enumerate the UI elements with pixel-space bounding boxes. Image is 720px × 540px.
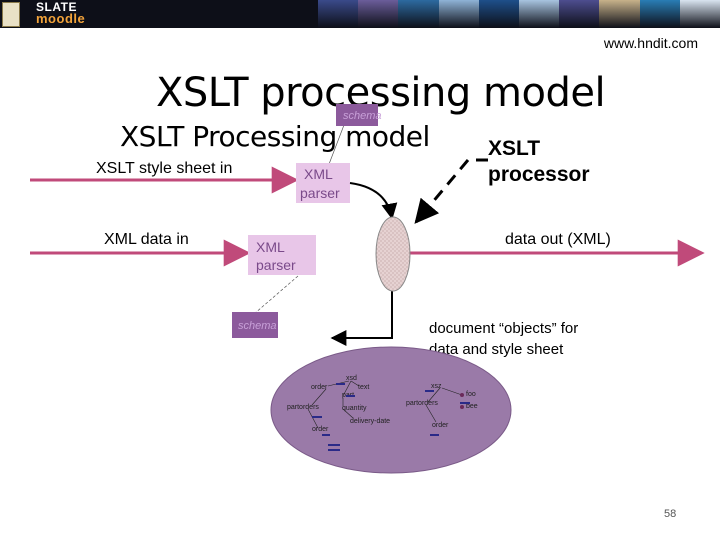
xml-parser-bottom-line-2: parser (256, 257, 296, 273)
tree-right-node-marker (460, 405, 464, 409)
tree-left-leaf-marker (328, 449, 340, 451)
schema-bottom-link (253, 275, 299, 315)
header-banner: SLATE moodle (0, 0, 720, 28)
tree-right-leaf-marker (425, 390, 434, 392)
tree-left-node-order: order (311, 384, 328, 391)
schema-top-box (336, 104, 378, 126)
parser-to-processor-arrow (349, 182, 398, 220)
banner-photo-tile (478, 0, 520, 28)
tree-right-node-marker (460, 393, 464, 397)
tree-left-leaf-marker (328, 444, 340, 446)
tree-left-node-text: text (358, 384, 369, 391)
xslt-processor-node (375, 216, 411, 292)
xslt-processor-line-2: processor (488, 163, 590, 186)
tree-right-node-foo: foo (466, 391, 476, 398)
tree-left: xsd order text part partorders quantity … (287, 375, 390, 451)
tree-right-edges (425, 387, 463, 423)
stylesheet-in-label: XSLT style sheet in (96, 160, 233, 177)
processor-to-objects-arrow (330, 290, 393, 346)
tree-left-node-order-2: order (312, 426, 329, 433)
tree-right-leaf-marker (430, 434, 439, 436)
logo-line-2: moodle (36, 11, 86, 26)
xml-data-in-label: XML data in (104, 231, 189, 248)
banner-photo-tile (318, 0, 359, 28)
tree-left-node-delivery-date: delivery-date (350, 418, 390, 425)
document-objects-line-2: data and style sheet (429, 341, 564, 358)
tree-left-leaf-marker (322, 434, 330, 436)
tree-right-leaf-marker (460, 402, 470, 404)
banner-photo-tile (679, 0, 720, 28)
xml-parser-bottom-box (248, 235, 316, 275)
xslt-processor-label: XSLT processor (488, 136, 590, 188)
slate-moodle-logo: SLATE moodle (36, 0, 86, 26)
tree-left-node-xsd: xsd (346, 375, 357, 382)
slide-title: XSLT processing model (156, 70, 606, 116)
document-objects-label: document “objects” for data and style sh… (429, 318, 578, 360)
banner-photo-tile (639, 0, 681, 28)
logo-line-1: SLATE (36, 0, 77, 14)
document-objects-ellipse (270, 346, 512, 474)
document-objects-line-1: document “objects” for (429, 320, 579, 337)
schema-bottom-text: schema (238, 320, 277, 332)
schema-top-text: schema (343, 110, 382, 122)
tree-right-node-partorders: partorders (406, 400, 438, 407)
banner-photo-tile (438, 0, 480, 28)
institution-logo (2, 2, 20, 27)
tree-right-node-bee: bee (466, 403, 478, 410)
banner-photo-tile (519, 0, 560, 28)
data-out-label: data out (XML) (505, 231, 611, 248)
banner-photo-tile (398, 0, 440, 28)
banner-photo-tile (599, 0, 641, 28)
site-url[interactable]: www.hndit.com (603, 35, 698, 51)
xml-parser-top-box (296, 163, 350, 203)
tree-left-leaf-marker (312, 416, 322, 418)
page-number: 58 (664, 508, 677, 520)
tree-right: xsz foo partorders bee order (406, 383, 478, 436)
xml-parser-bottom-line-1: XML (256, 239, 285, 255)
tree-right-node-xsz: xsz (431, 383, 442, 390)
slide-subtitle: XSLT Processing model (120, 120, 430, 153)
schema-bottom-box (232, 312, 278, 338)
tree-left-leaf-marker (336, 383, 345, 385)
banner-photo-tile (559, 0, 601, 28)
xml-parser-top-line-1: XML (304, 166, 333, 182)
tree-left-leaf-marker (346, 395, 355, 397)
tree-left-node-quantity: quantity (342, 405, 367, 412)
tree-right-node-order: order (432, 422, 449, 429)
xml-parser-top-line-2: parser (300, 185, 340, 201)
xslt-processor-line-1: XSLT (488, 137, 541, 160)
processor-label-dashed-arrow (414, 158, 488, 224)
banner-photo-tile (358, 0, 400, 28)
tree-left-node-partorders: partorders (287, 404, 319, 411)
